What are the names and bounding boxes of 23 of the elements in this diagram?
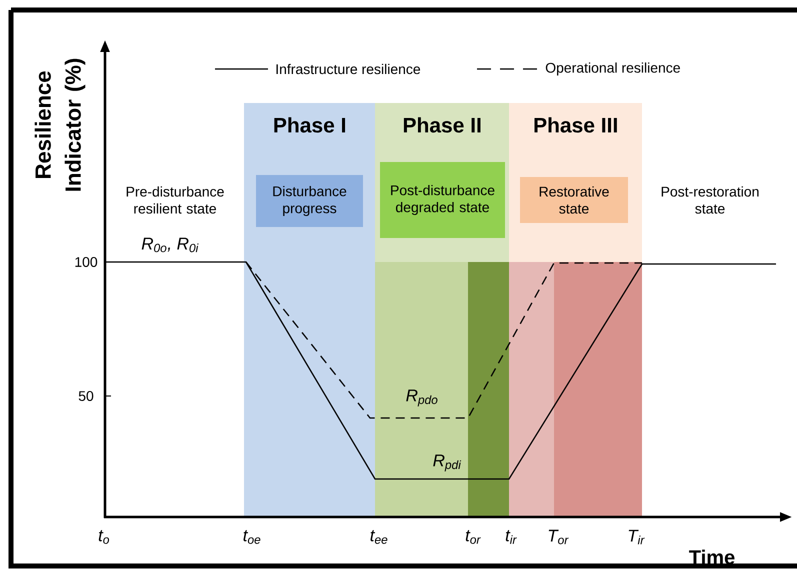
tick-label: t$_{o}$ <box>98 530 110 544</box>
state-label: Post-restoration state <box>662 186 759 214</box>
axis-title: Time <box>689 550 734 564</box>
value-label: R$_{0o}$, R$_{0i}$ <box>142 238 199 252</box>
tick-label: t$_{or}$ <box>466 530 481 544</box>
value-label: R$_{pdi}$ <box>433 454 462 472</box>
value-label: R$_{pdo}$ <box>406 390 438 406</box>
tick-label: T$_{ir}$ <box>628 530 645 544</box>
state-box: Disturbance progress <box>256 175 363 227</box>
tick-label: t$_{ee}$ <box>370 530 388 544</box>
node-label: Phase III <box>534 117 617 133</box>
state-box: Post-disturbance degraded state <box>380 162 505 238</box>
tick-label: 50 <box>78 391 94 401</box>
node-label: Phase II <box>404 117 480 133</box>
axis-title: Resilience Indicator (%) <box>34 58 86 191</box>
tick-label: 100 <box>75 257 98 267</box>
legend-text: Infrastructure resilience <box>276 64 420 74</box>
state-label: Pre-disturbance resilient state <box>126 186 224 214</box>
tick-label: t$_{oe}$ <box>244 530 260 544</box>
legend-text: Operational resilience <box>546 62 680 76</box>
tick-label: t$_{ir}$ <box>506 530 517 544</box>
state-box: Restorative state <box>520 177 628 223</box>
tick-label: T$_{or}$ <box>548 530 569 544</box>
